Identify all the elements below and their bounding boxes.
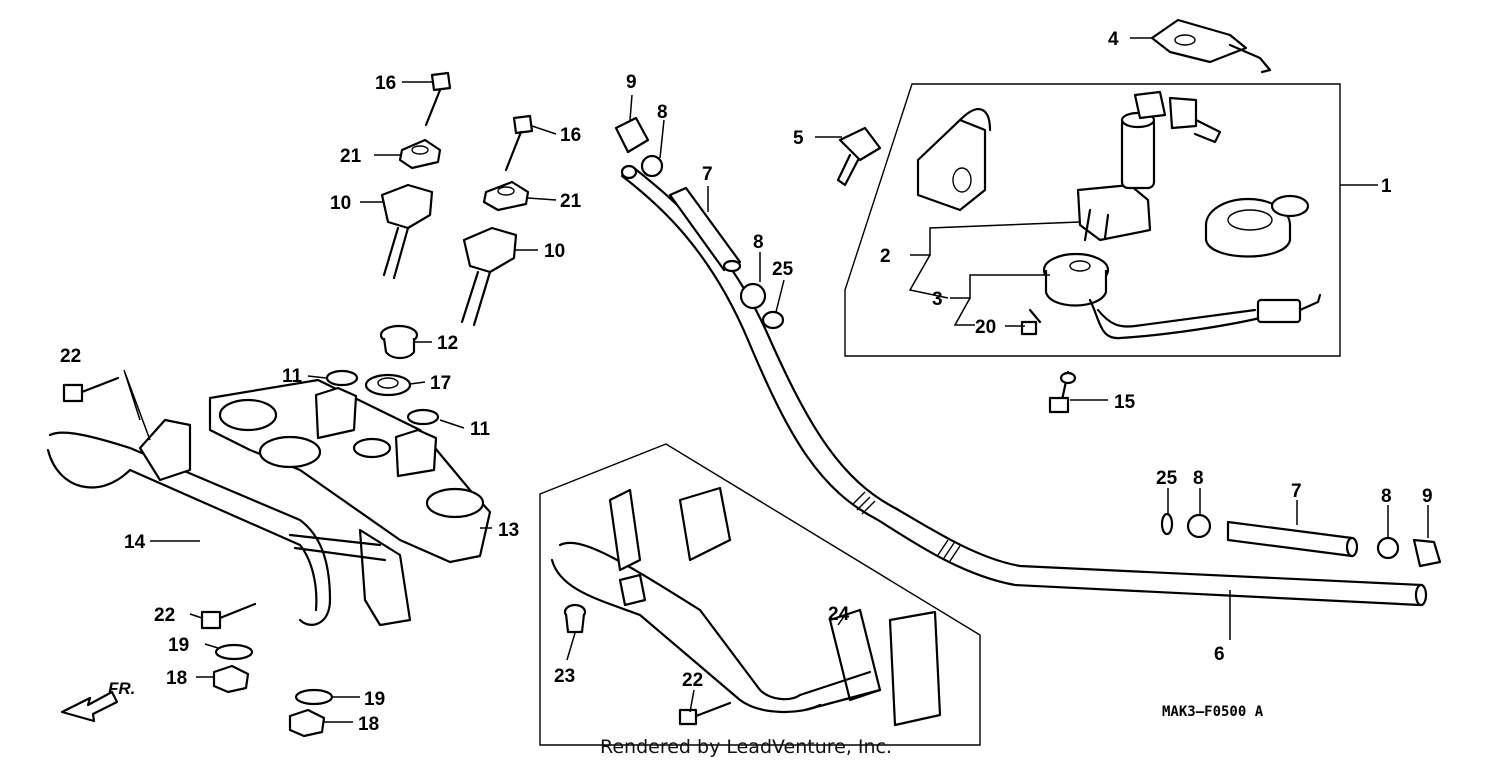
label-22-lower: 22 — [154, 605, 175, 626]
label-21-right: 21 — [560, 191, 582, 212]
ignition-switch — [1076, 90, 1222, 242]
label-4: 4 — [1108, 29, 1119, 50]
riser-10-left — [380, 183, 434, 280]
clip-9-right — [1412, 538, 1442, 568]
collar-7-left — [668, 186, 742, 273]
cushion-17 — [364, 373, 412, 397]
label-16-right: 16 — [560, 125, 581, 146]
washer-11-lower — [406, 408, 440, 426]
bolt-22-inset — [678, 701, 732, 726]
label-25-right: 25 — [1156, 468, 1178, 489]
top-bridge — [208, 378, 492, 564]
label-23: 23 — [554, 666, 575, 687]
leader-lines — [123, 37, 1429, 723]
spacer-8-right-a — [1186, 513, 1212, 539]
label-6: 6 — [1214, 644, 1225, 665]
label-5: 5 — [793, 128, 804, 149]
label-17: 17 — [430, 373, 451, 394]
label-18-upper: 18 — [166, 668, 187, 689]
label-8-left-b: 8 — [753, 232, 764, 253]
part-labels: 1 2 3 4 5 6 7 7 8 8 8 8 9 9 10 10 11 11 … — [60, 29, 1433, 735]
label-13: 13 — [498, 520, 519, 541]
label-19-upper: 19 — [168, 635, 189, 656]
label-12: 12 — [437, 333, 458, 354]
inset-bracket — [550, 486, 822, 713]
collar-7-right — [1226, 520, 1359, 558]
washer-11-upper — [325, 369, 359, 387]
label-15: 15 — [1114, 392, 1136, 413]
label-10-right: 10 — [544, 241, 565, 262]
label-8-right-a: 8 — [1193, 468, 1204, 489]
seat-lock — [916, 108, 992, 212]
label-8-left-a: 8 — [657, 102, 668, 123]
label-24: 24 — [828, 604, 850, 625]
washer-25-right — [1160, 512, 1174, 536]
washer-19-upper — [214, 643, 254, 661]
label-21-left: 21 — [340, 146, 362, 167]
nut-18-lower — [288, 708, 326, 738]
label-19-lower: 19 — [364, 689, 385, 710]
inset-panel-box — [539, 443, 981, 746]
label-20: 20 — [975, 317, 996, 338]
label-9-left: 9 — [626, 72, 637, 93]
bolt-16-left — [424, 71, 452, 127]
cushion-12 — [379, 324, 419, 360]
label-7-right: 7 — [1291, 481, 1302, 502]
spacer-8-left-a — [640, 154, 664, 178]
label-2: 2 — [880, 246, 891, 267]
diagram-code: MAK3–F0500 A — [1162, 704, 1264, 720]
bolt-23 — [563, 603, 587, 634]
label-14: 14 — [124, 532, 146, 553]
washer-19-lower — [294, 688, 334, 706]
label-8-right-b: 8 — [1381, 486, 1392, 507]
washer-25-left — [761, 310, 785, 330]
key-cylinder — [1042, 252, 1322, 340]
clip-9-left — [614, 116, 650, 154]
bolt-22-top — [62, 376, 120, 403]
bolt-16-right — [504, 114, 534, 172]
guard-24 — [798, 608, 942, 727]
screw-20 — [1020, 308, 1042, 336]
label-10-left: 10 — [330, 193, 351, 214]
riser-10-right — [460, 226, 518, 327]
spacer-8-left-b — [739, 282, 767, 310]
direction-label: FR. — [108, 679, 135, 698]
fuel-cap — [1204, 194, 1310, 258]
ignition-kit-box — [844, 83, 1341, 357]
key-blank-5 — [836, 126, 882, 187]
nut-18-upper — [212, 664, 250, 694]
label-9-right: 9 — [1422, 486, 1433, 507]
front-direction-arrow: FR. — [60, 679, 135, 723]
credit-text: Rendered by LeadVenture, Inc. — [600, 736, 892, 758]
label-11-lower: 11 — [470, 419, 491, 440]
label-22-inset: 22 — [682, 670, 703, 691]
label-22-top: 22 — [60, 346, 81, 367]
upper-holder-21-right — [482, 180, 530, 212]
label-25-left: 25 — [772, 259, 794, 280]
label-18-lower: 18 — [358, 714, 379, 735]
bolt-15 — [1048, 370, 1077, 414]
bracket-4 — [1150, 18, 1272, 74]
label-16-left: 16 — [375, 73, 396, 94]
spacer-8-right-b — [1376, 536, 1400, 560]
handlebar-guard — [46, 418, 412, 627]
label-1: 1 — [1381, 176, 1392, 197]
label-3: 3 — [932, 289, 943, 310]
label-11-upper: 11 — [282, 366, 303, 387]
upper-holder-21-left — [398, 138, 442, 170]
label-7-left: 7 — [702, 164, 713, 185]
bolt-22-lower — [200, 602, 257, 630]
